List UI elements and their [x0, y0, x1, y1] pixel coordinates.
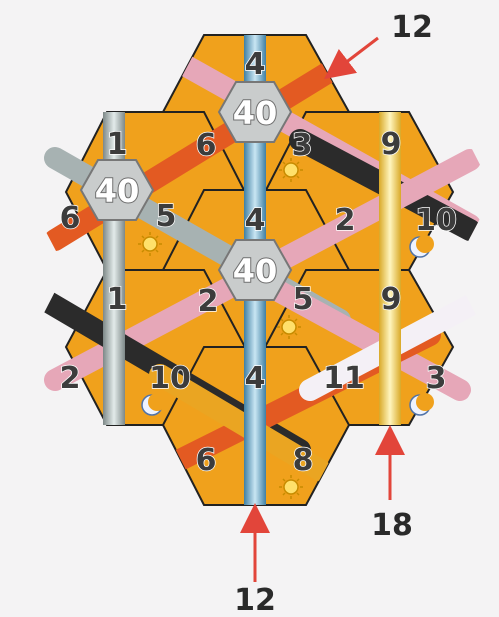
tile-number: 6 — [196, 443, 217, 478]
tile-number: 4 — [245, 361, 266, 396]
callout-bottom-center: 12 — [234, 518, 276, 617]
tile-number: 9 — [381, 127, 402, 162]
hub-value: 40 — [95, 172, 140, 210]
tile-number: 5 — [293, 282, 314, 317]
callout-value: 12 — [234, 583, 276, 617]
tile-number: 1 — [107, 282, 128, 317]
tile-number: 9 — [381, 282, 402, 317]
tile-number: 2 — [198, 284, 219, 319]
callout-bottom-right: 18 — [371, 440, 413, 543]
hub-value: 40 — [233, 94, 278, 132]
tile-number: 3 — [292, 128, 313, 163]
tile-number: 10 — [415, 203, 457, 238]
tile-number: 4 — [245, 47, 266, 82]
callout-top-right: 12 — [336, 10, 433, 70]
hub-upper-left: 40 — [81, 160, 153, 220]
tile-number: 6 — [60, 201, 81, 236]
tile-number: 8 — [293, 443, 314, 478]
tile-number: 11 — [323, 361, 365, 396]
tile-number: 2 — [335, 203, 356, 238]
tile-number: 6 — [196, 128, 217, 163]
tile-number: 5 — [156, 199, 177, 234]
tile-number: 4 — [245, 203, 266, 238]
hub-value: 40 — [233, 252, 278, 290]
tile-number: 10 — [149, 361, 191, 396]
tile-number: 2 — [60, 361, 81, 396]
hub-center: 40 — [219, 240, 291, 300]
tile-number: 1 — [107, 127, 128, 162]
callout-value: 18 — [371, 508, 413, 543]
hub-top: 40 — [219, 82, 291, 142]
tile-number: 3 — [426, 361, 447, 396]
callout-value: 12 — [391, 10, 433, 45]
